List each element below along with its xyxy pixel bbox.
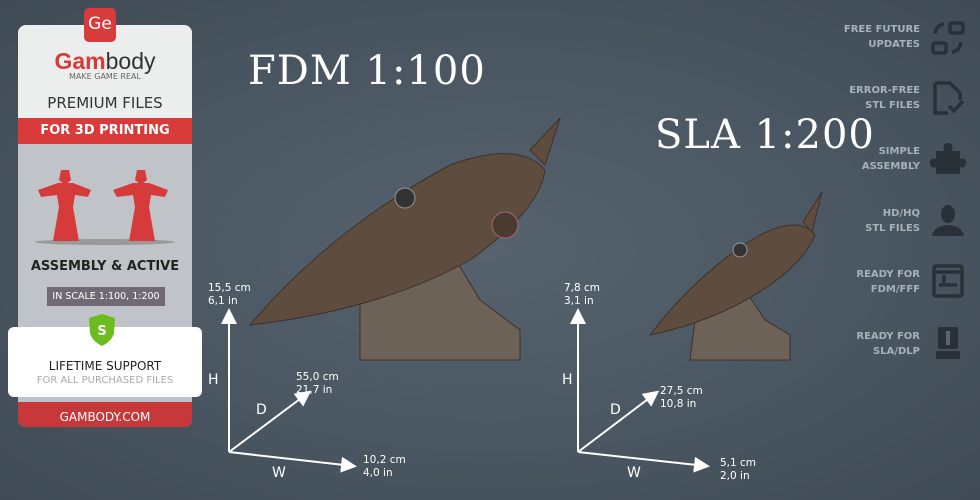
sla-h-label: H xyxy=(562,372,573,388)
puzzle-icon xyxy=(930,143,966,174)
sla-printer-icon xyxy=(936,327,960,359)
support-subtitle: FOR ALL PURCHASED FILES xyxy=(36,375,174,386)
updates-icon xyxy=(931,21,965,55)
promo-card: Gambody MAKE GAME REAL PREMIUM FILES FOR… xyxy=(18,25,192,427)
fdm-title: FDM 1:100 xyxy=(248,48,486,94)
fdm-submarine xyxy=(248,117,561,361)
premium-files-label: PREMIUM FILES xyxy=(47,94,163,112)
sla-title: SLA 1:200 xyxy=(655,112,875,158)
assembly-figures-icon xyxy=(35,170,175,245)
assembly-active-label: ASSEMBLY & ACTIVE xyxy=(30,259,180,274)
ironman-icon xyxy=(932,205,964,236)
shield-icon: S xyxy=(89,314,115,346)
tagline: MAKE GAME REAL xyxy=(69,72,141,81)
fdm-printer-icon xyxy=(932,264,964,298)
sla-submarine xyxy=(648,191,823,361)
for-3d-printing-banner: FOR 3D PRINTING xyxy=(18,118,192,144)
file-check-icon xyxy=(933,81,965,115)
fdm-d-label: D xyxy=(256,402,267,418)
sla-d-label: D xyxy=(610,402,621,418)
logo-badge: Ge xyxy=(84,8,116,42)
sla-axes xyxy=(570,308,710,473)
svg-text:S: S xyxy=(97,324,106,339)
brand-logo: Gambody xyxy=(54,48,156,74)
fdm-h-label: H xyxy=(208,372,219,388)
site-link[interactable]: GAMBODY.COM xyxy=(18,402,192,427)
support-title: LIFETIME SUPPORT xyxy=(48,359,162,373)
fdm-axes xyxy=(221,308,357,473)
sla-w-label: W xyxy=(627,465,641,481)
scale-badge: IN SCALE 1:100, 1:200 xyxy=(47,287,165,306)
fdm-w-label: W xyxy=(272,465,286,481)
